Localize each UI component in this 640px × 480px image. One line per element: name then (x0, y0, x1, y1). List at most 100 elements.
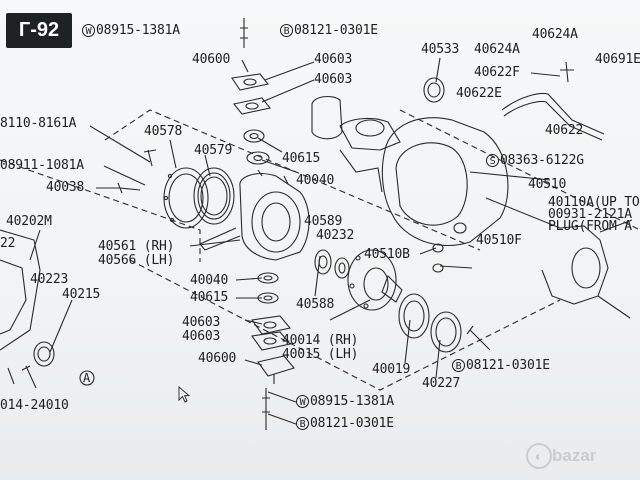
bolt-08911 (143, 149, 157, 167)
part-label-40215: 40215 (62, 287, 101, 302)
listing-tag: Г-92 (6, 13, 72, 48)
leader-40040-a (261, 159, 297, 173)
bearing-40232 (314, 249, 332, 275)
leader-40227 (435, 339, 441, 379)
bolt-prefix-icon: B (296, 417, 309, 430)
part-number-text: 08915-1381A (310, 394, 394, 409)
gasket-lower-1 (251, 315, 292, 335)
part-number-text: 08121-0301E (466, 358, 550, 373)
dashed-outline-right (399, 109, 640, 231)
part-label-40600-top: 40600 (192, 52, 231, 67)
leader-40019 (404, 319, 411, 364)
part-number-text: 08121-0301E (310, 416, 394, 431)
part-label-40615-b: 40615 (190, 290, 229, 305)
leader-08121-bot (267, 413, 297, 425)
ref-marker-a: A (83, 371, 91, 385)
leader-40014 (329, 299, 371, 321)
leader-40561 (189, 239, 241, 247)
part-label-40510f: 40510F (476, 233, 522, 248)
part-label-40533: 40533 (421, 42, 460, 57)
part-label-40110a: 40110A(UP TO (548, 195, 640, 210)
bearing-40589 (334, 257, 350, 279)
leader-08110 (89, 125, 151, 163)
part-label-8110: 8110-8161A (0, 116, 77, 131)
leader-40603-a (264, 61, 315, 81)
leader-40578 (169, 139, 177, 169)
plug-40510f (453, 222, 467, 234)
breather-fitting (560, 61, 574, 83)
part-label-40510: 40510 (528, 177, 567, 192)
part-label-40038: 40038 (46, 180, 85, 195)
part-label-40615-a: 40615 (282, 151, 321, 166)
part-number-text: 08915-1381A (96, 23, 180, 38)
washer-40615-b (257, 292, 279, 304)
leader-40603-b (261, 79, 315, 103)
part-label-40691e: 40691E (595, 52, 640, 67)
gasket-lower-2 (251, 331, 292, 351)
hub-40014 (347, 249, 403, 311)
leader-08911 (103, 165, 146, 186)
bazar-logo-icon: ◐ (526, 443, 552, 469)
ref-a-circle-bottom (79, 370, 95, 386)
part-label-40014: 40014 (RH) (282, 333, 359, 348)
part-label-40588: 40588 (296, 297, 335, 312)
differential-housing (311, 95, 633, 319)
part-label-40566: 40566 (LH) (98, 253, 175, 268)
breather-hose-40622 (501, 92, 605, 141)
dust-cover-40578 (163, 167, 209, 229)
dashed-outline-left (0, 159, 201, 262)
dashed-outline-bottom (129, 259, 561, 391)
part-label-40622e: 40622E (456, 86, 502, 101)
watermark-text: bazar (552, 446, 597, 465)
part-label-40015: 40015 (LH) (282, 347, 359, 362)
washer-40040-b (257, 272, 279, 284)
part-number-text: 08363-6122G (500, 153, 584, 168)
seal-40019 (398, 293, 430, 339)
lower-ball-joint (257, 355, 295, 384)
part-label-40589: 40589 (304, 214, 343, 229)
upper-ball-joint (231, 73, 269, 91)
seal-40227 (430, 311, 462, 353)
gasket-upper (233, 97, 271, 115)
stud-top (240, 18, 248, 48)
bolt-prefix-icon: B (280, 24, 293, 37)
bolt-40038 (117, 182, 141, 194)
leader-40510 (469, 171, 551, 181)
bolt-prefix-icon: B (452, 359, 465, 372)
stud-bottom (262, 388, 270, 430)
leader-40622f (530, 72, 561, 77)
part-label-40603-c: 40603 (182, 315, 221, 330)
seal-40533 (423, 77, 445, 103)
part-label-40622: 40622 (545, 123, 584, 138)
part-label-40019: 40019 (372, 362, 411, 377)
part-label-40603-a: 40603 (314, 52, 353, 67)
bazar-watermark: ◐ bazar (526, 440, 634, 474)
part-label-40622f: 40622F (474, 65, 520, 80)
part-label-40561: 40561 (RH) (98, 239, 175, 254)
part-label-40202m: 40202M (6, 214, 52, 229)
part-label-40603-b: 40603 (314, 72, 353, 87)
seal-40579 (193, 167, 235, 225)
part-label-40603-d: 40603 (182, 329, 221, 344)
bolt-left-small (7, 367, 15, 385)
part-label-40624a: 40624A (474, 42, 520, 57)
part-label-40040-a: 40040 (296, 173, 335, 188)
part-label-40040-b: 40040 (190, 273, 229, 288)
part-number-text: 08121-0301E (294, 23, 378, 38)
washer-prefix-icon: W (82, 24, 95, 37)
steering-knuckle (199, 169, 310, 261)
bolt-08121-mid (466, 325, 491, 351)
mouse-pointer-icon (178, 386, 191, 403)
bolt-24010 (21, 365, 37, 389)
screw-prefix-icon: S (486, 154, 499, 167)
leader-40615-a (257, 137, 283, 153)
part-label-40223: 40223 (30, 272, 69, 287)
part-label-40579: 40579 (194, 143, 233, 158)
axle-housing-left (0, 229, 55, 367)
